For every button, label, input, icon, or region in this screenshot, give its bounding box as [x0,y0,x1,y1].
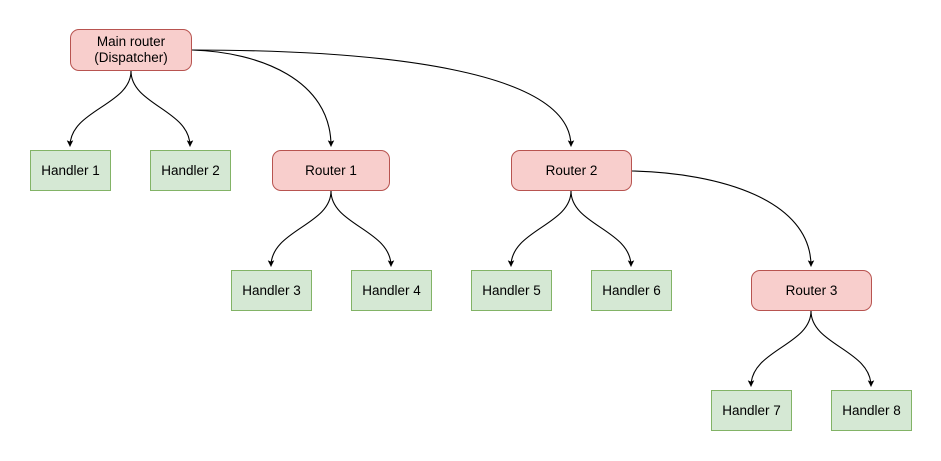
node-handler-1[interactable]: Handler 1 [30,150,111,191]
edge-router-2-to-handler-6 [570,190,635,267]
node-label-handler-6: Handler 6 [602,282,661,298]
node-handler-7[interactable]: Handler 7 [711,390,792,431]
edge-main-to-router-1 [191,49,335,147]
node-label-handler-3: Handler 3 [242,282,301,298]
edge-router-3-to-handler-8 [810,310,875,387]
edge-router-1-to-handler-3 [267,190,332,267]
node-router-1[interactable]: Router 1 [272,150,390,191]
node-label-router-2: Router 2 [545,162,598,178]
edge-router-2-to-router-3 [631,170,815,267]
node-handler-8[interactable]: Handler 8 [831,390,912,431]
node-handler-6[interactable]: Handler 6 [591,270,672,311]
node-main-router[interactable]: Main router (Dispatcher) [70,29,192,71]
edge-main-to-handler-1 [66,70,132,147]
node-handler-4[interactable]: Handler 4 [351,270,432,311]
node-label-handler-5: Handler 5 [482,282,541,298]
node-label-handler-8: Handler 8 [842,402,901,418]
node-router-2[interactable]: Router 2 [511,150,632,191]
node-label-router-1: Router 1 [305,162,357,178]
node-label-handler-2: Handler 2 [161,162,220,178]
node-handler-3[interactable]: Handler 3 [231,270,312,311]
edge-main-to-handler-2 [130,70,194,147]
node-label-handler-7: Handler 7 [722,402,781,418]
node-label-handler-1: Handler 1 [41,162,100,178]
edge-router-1-to-handler-4 [330,190,395,267]
edge-router-3-to-handler-7 [747,310,812,387]
node-handler-2[interactable]: Handler 2 [150,150,231,191]
edge-router-2-to-handler-5 [507,190,572,267]
node-label-main-router: Main router (Dispatcher) [94,34,168,65]
edge-main-to-router-2 [191,49,575,147]
edges-group [66,49,875,387]
node-label-handler-4: Handler 4 [362,282,421,298]
node-handler-5[interactable]: Handler 5 [471,270,552,311]
node-router-3[interactable]: Router 3 [751,270,872,311]
node-label-router-3: Router 3 [785,282,838,298]
